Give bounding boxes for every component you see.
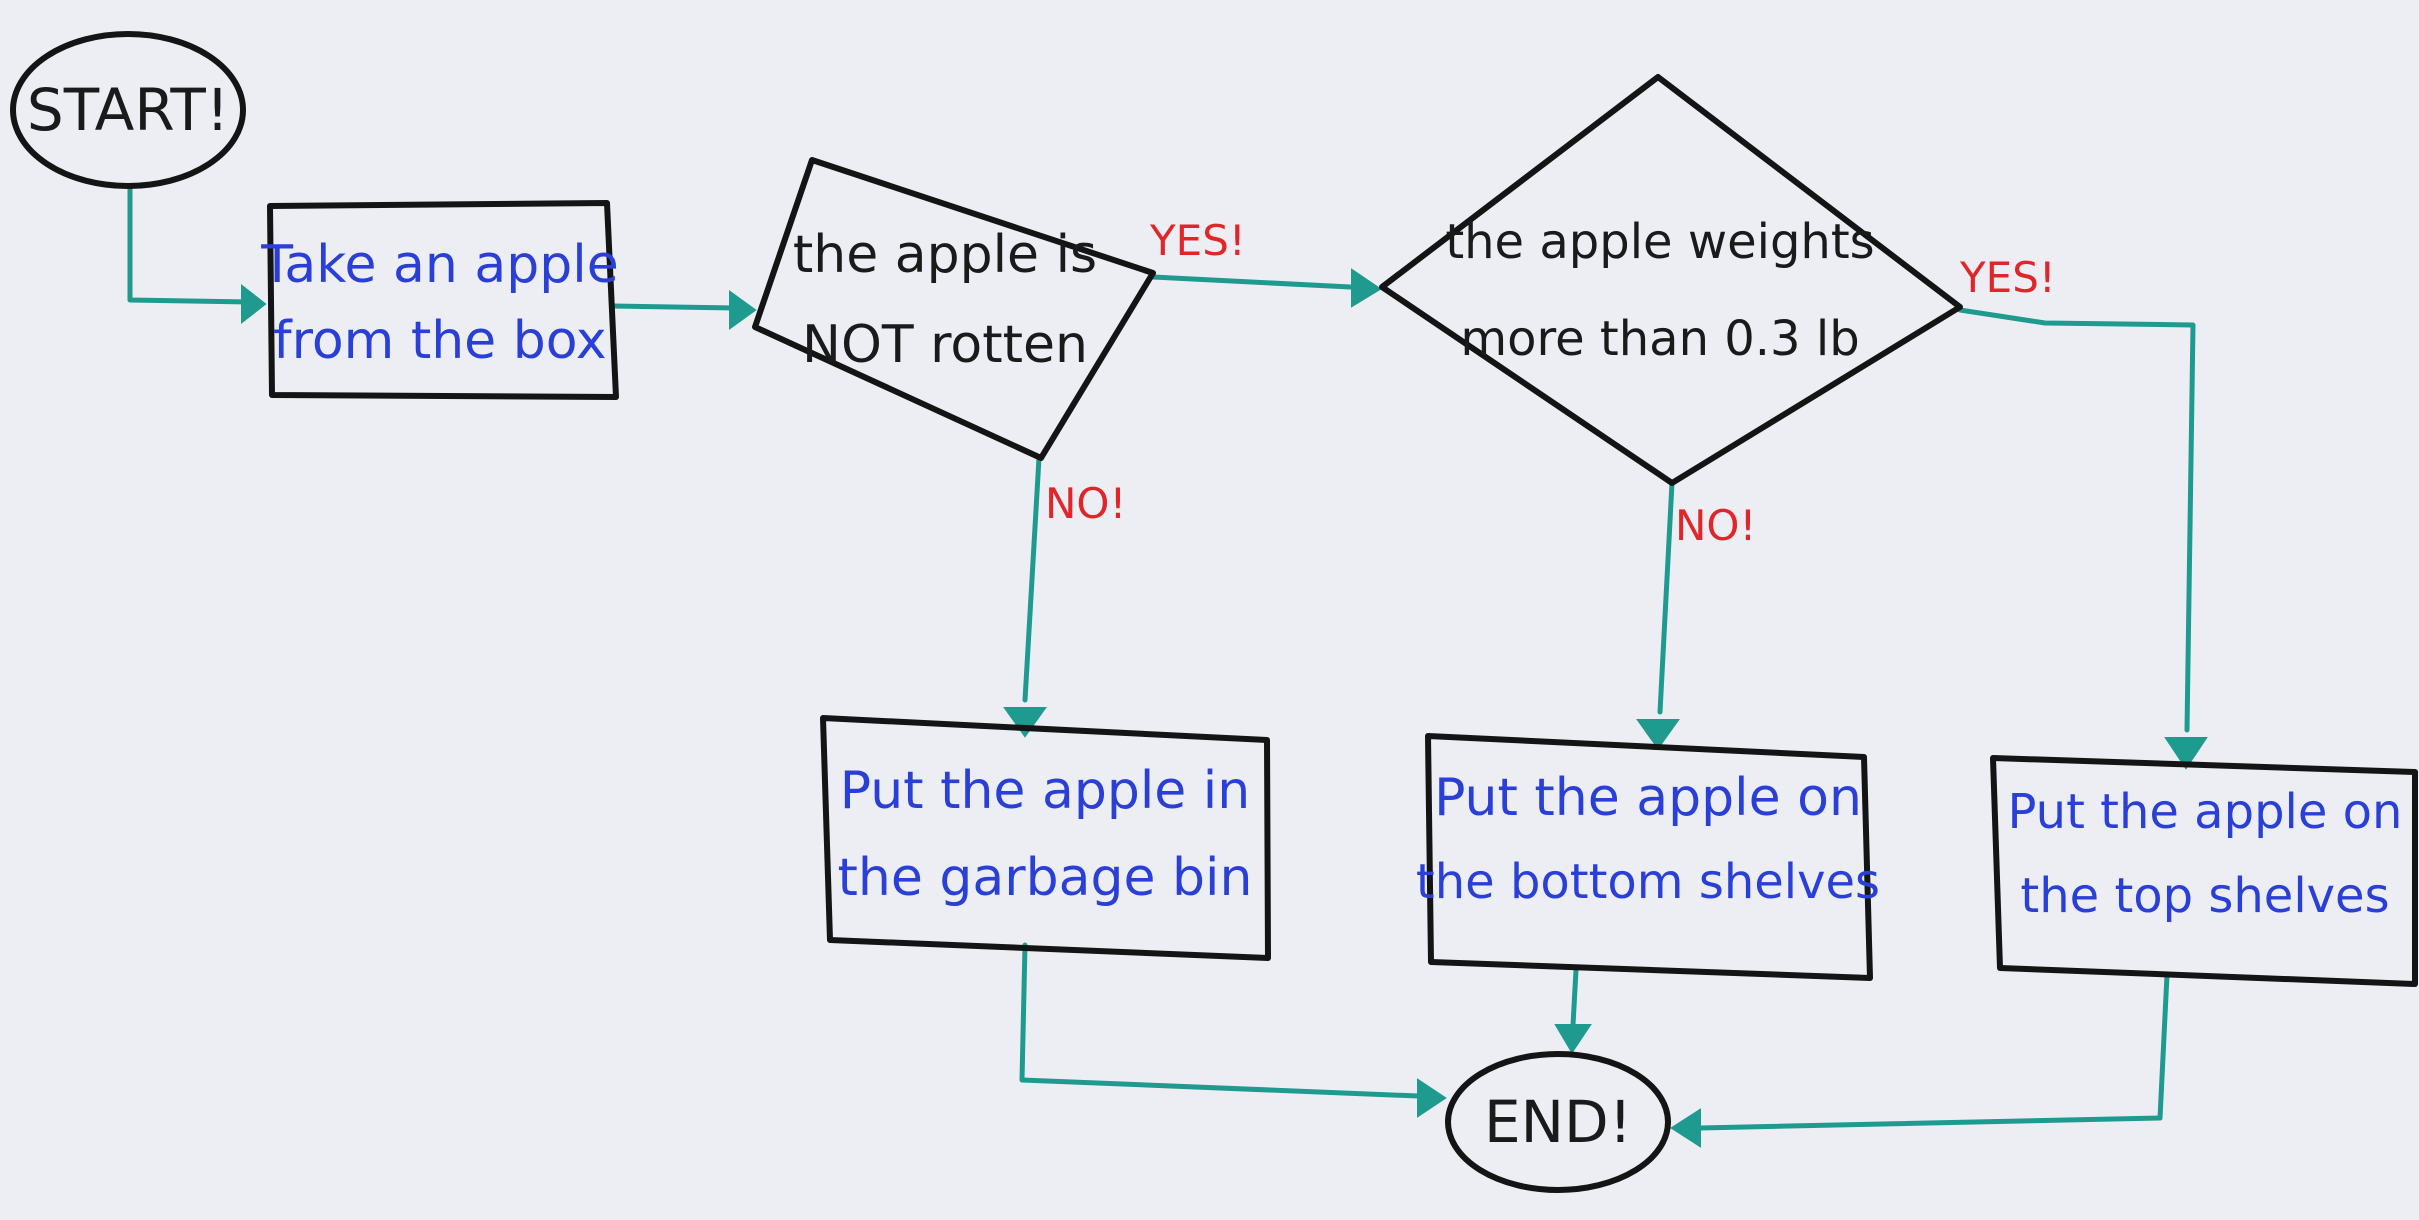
connector-decision1-no <box>1022 455 1042 703</box>
not-rotten-line1: the apple is <box>793 225 1097 285</box>
branch-label-rotten-yes: YES! <box>1149 216 1246 265</box>
decision-not-rotten <box>752 157 1156 461</box>
arrowhead-end-top <box>1554 1024 1592 1054</box>
arrowhead-bottom-shelves <box>1636 719 1680 750</box>
connector-garbage-to-end <box>1019 942 1421 1099</box>
connector-take-to-decision1 <box>609 303 738 311</box>
not-rotten-line2: NOT rotten <box>802 315 1088 375</box>
arrowhead-top-shelves <box>2164 737 2208 770</box>
connector-start-to-take <box>127 185 253 305</box>
arrowhead-take <box>241 283 267 325</box>
bottom-shelves-box <box>1425 733 1873 981</box>
arrowhead-decision1 <box>729 290 757 330</box>
connector-bottom-to-end <box>1570 967 1579 1028</box>
connector-decision2-no <box>1657 480 1675 715</box>
connector-decision1-yes <box>1150 274 1353 290</box>
branch-label-weight-yes: YES! <box>1959 253 2056 302</box>
arrowhead-garbage <box>1003 707 1047 738</box>
take-apple-line2: from the box <box>273 311 606 371</box>
decision-weight <box>1379 74 1963 486</box>
labels: START! Take an apple from the box the ap… <box>27 76 2403 1156</box>
arrowhead-end-left <box>1417 1078 1447 1118</box>
bottom-shelves-line2: the bottom shelves <box>1416 854 1880 910</box>
start-terminal <box>10 31 246 189</box>
garbage-line2: the garbage bin <box>838 848 1253 908</box>
garbage-line1: Put the apple in <box>840 761 1250 821</box>
branch-label-weight-no: NO! <box>1675 501 1756 550</box>
top-shelves-box <box>1990 755 2418 987</box>
take-apple-line1: Take an apple <box>260 235 618 295</box>
arrowhead-decision2 <box>1351 268 1382 308</box>
connector-top-to-end <box>1697 972 2170 1131</box>
connector-decision2-yes <box>1957 307 2196 733</box>
top-shelves-line1: Put the apple on <box>2008 784 2403 840</box>
end-label: END! <box>1484 1088 1632 1156</box>
weight-line1: the apple weights <box>1445 214 1874 270</box>
weight-line2: more than 0.3 lb <box>1460 311 1859 367</box>
garbage-box <box>820 715 1271 961</box>
top-shelves-line2: the top shelves <box>2020 868 2389 924</box>
branch-label-rotten-no: NO! <box>1045 479 1126 528</box>
end-terminal <box>1445 1051 1671 1193</box>
connectors <box>127 185 2208 1148</box>
take-apple-box <box>267 200 619 400</box>
shapes <box>10 31 2418 1193</box>
arrowhead-end-right <box>1670 1108 1701 1148</box>
start-label: START! <box>27 76 229 144</box>
bottom-shelves-line1: Put the apple on <box>1434 768 1862 828</box>
